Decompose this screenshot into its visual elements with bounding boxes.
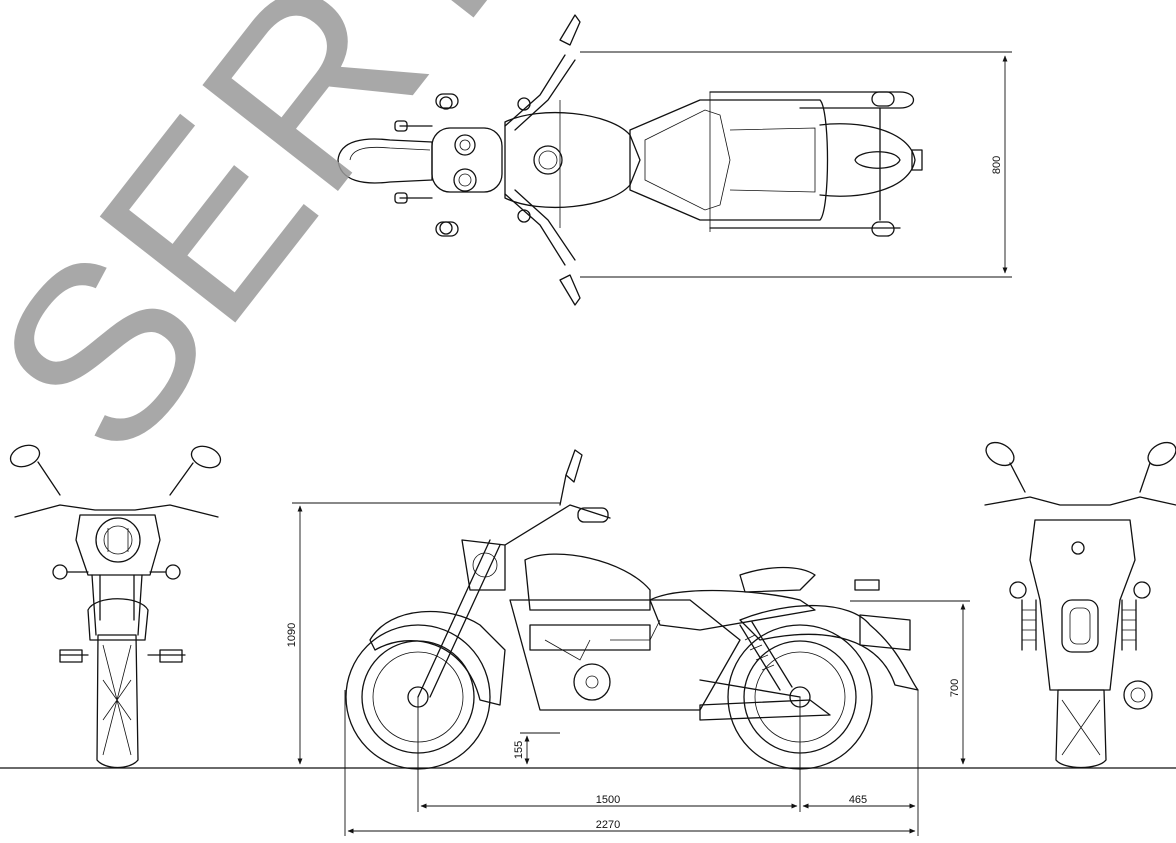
front-view — [9, 444, 222, 769]
side-view — [0, 449, 1176, 770]
watermark: SERT — [0, 0, 569, 503]
rear-overhang-dimension-label: 465 — [849, 794, 867, 806]
wheelbase-dimension-label: 1500 — [596, 794, 620, 806]
length-dimension-label: 2270 — [596, 819, 620, 831]
side-dimensions: 1090 700 155 1500 465 2270 — [286, 502, 970, 836]
rear-view — [984, 441, 1176, 769]
top-view: 800 — [337, 14, 1012, 306]
seat-height-dimension-label: 700 — [949, 679, 961, 697]
height-dimension-label: 1090 — [286, 623, 298, 647]
ground-clearance-dimension-label: 155 — [513, 741, 525, 759]
width-dimension-label: 800 — [991, 156, 1003, 174]
